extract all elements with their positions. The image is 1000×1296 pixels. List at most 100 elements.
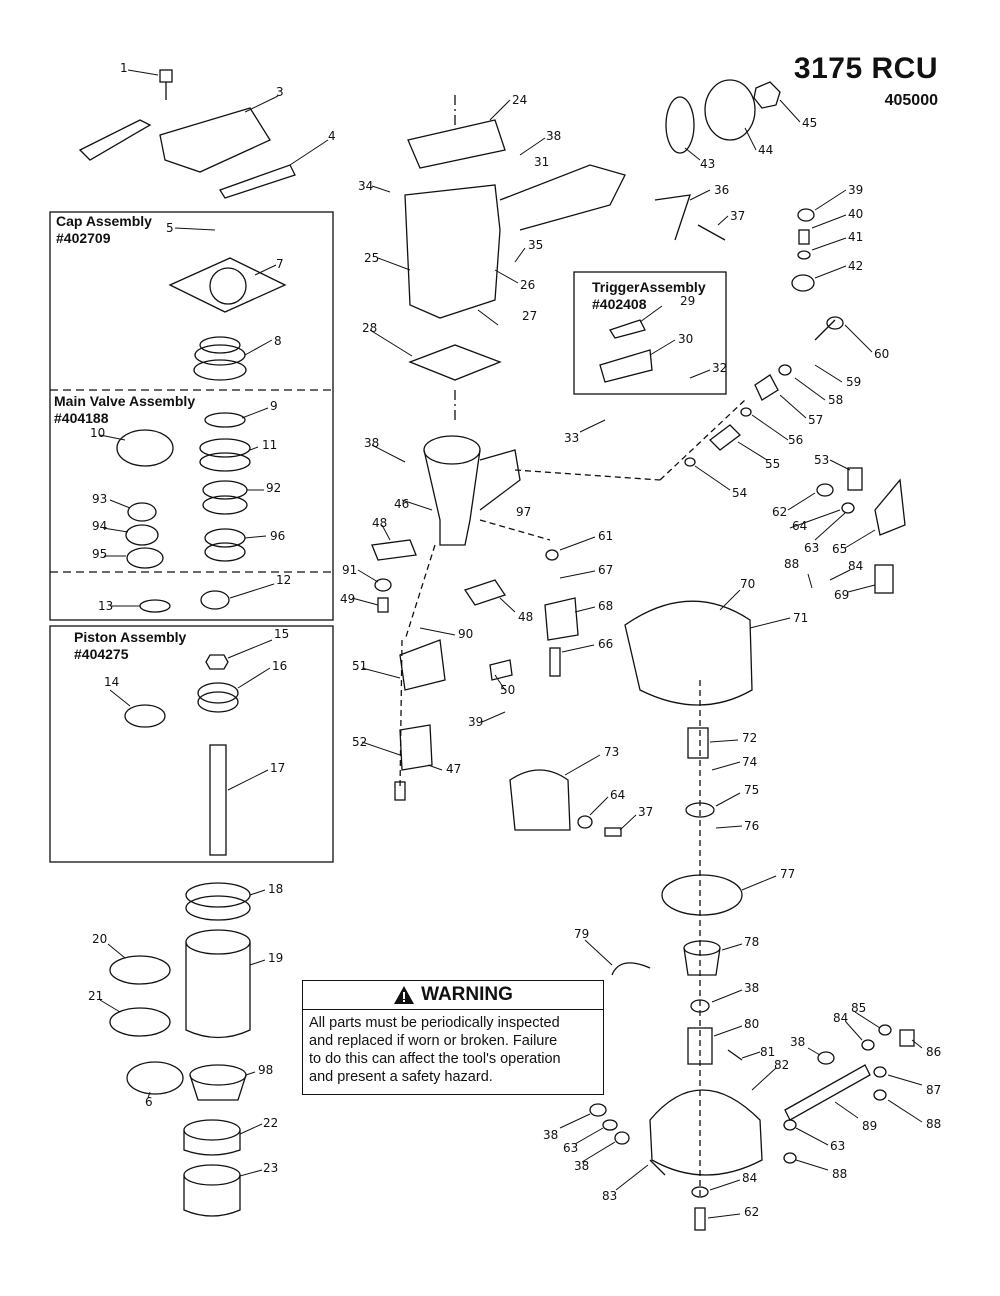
part-number-label: 66	[598, 637, 613, 651]
part-number-label: 63	[804, 541, 819, 555]
part-number-label: 68	[598, 599, 613, 613]
part-bumper	[183, 1119, 241, 1141]
part-number-label: 54	[732, 486, 747, 500]
part-number-label: 24	[512, 93, 527, 107]
part-number-label: 97	[516, 505, 531, 519]
part-bumper-ring	[185, 882, 251, 908]
main-valve-assembly-label: Main Valve Assembly #404188	[54, 393, 195, 427]
part-block	[899, 1029, 915, 1047]
part-number-label: 20	[92, 932, 107, 946]
part-number-label: 3	[276, 85, 284, 99]
warning-line: to do this can affect the tool's operati…	[309, 1051, 561, 1067]
warning-line: All parts must be periodically inspected	[309, 1015, 560, 1031]
part-pin	[814, 319, 836, 341]
part-number-label: 36	[714, 183, 729, 197]
part-number-label: 38	[744, 981, 759, 995]
part-number-label: 62	[772, 505, 787, 519]
part-number-label: 90	[458, 627, 473, 641]
part-number-label: 63	[563, 1141, 578, 1155]
part-number-label: 86	[926, 1045, 941, 1059]
part-body	[404, 184, 501, 319]
part-number-label: 28	[362, 321, 377, 335]
part-number-label: 15	[274, 627, 289, 641]
part-driver-rod	[209, 744, 227, 856]
piston-box	[49, 625, 334, 863]
part-number-label: 55	[765, 457, 780, 471]
part-number-label: 38	[543, 1128, 558, 1142]
axis-line	[479, 519, 551, 541]
part-number-label: 30	[678, 332, 693, 346]
part-number-label: 32	[712, 361, 727, 375]
model-number: 405000	[884, 92, 938, 109]
part-number-label: 60	[874, 347, 889, 361]
part-seal	[126, 1061, 184, 1095]
main-valve-assembly-name: Main Valve Assembly	[54, 393, 196, 409]
part-number-label: 80	[744, 1017, 759, 1031]
part-number-label: 77	[780, 867, 795, 881]
part-number-label: 94	[92, 519, 107, 533]
part-bracket	[874, 478, 906, 536]
part-bumper	[219, 164, 296, 199]
part-number-label: 37	[638, 805, 653, 819]
part-number-label: 76	[744, 819, 759, 833]
part-number-label: 91	[342, 563, 357, 577]
part-oring	[139, 599, 171, 613]
part-number-label: 22	[263, 1116, 278, 1130]
part-number-label: 29	[680, 294, 695, 308]
part-bumper	[78, 119, 152, 161]
warning-box: WARNING All parts must be periodically i…	[302, 980, 604, 1095]
part-bushing	[683, 940, 721, 956]
part-number-label: 38	[574, 1159, 589, 1173]
part-number-label: 10	[90, 426, 105, 440]
part-ring	[204, 412, 246, 428]
part-number-label: 58	[828, 393, 843, 407]
part-disc	[661, 874, 743, 916]
part-lever	[654, 194, 691, 241]
warning-header: WARNING	[303, 981, 603, 1010]
part-number-label: 35	[528, 238, 543, 252]
part-number-label: 42	[848, 259, 863, 273]
part-cap	[168, 257, 287, 313]
part-number-label: 84	[742, 1171, 757, 1185]
part-bumper	[183, 1164, 241, 1186]
part-number-label: 38	[546, 129, 561, 143]
part-number-label: 64	[610, 788, 625, 802]
part-number-label: 88	[784, 557, 799, 571]
part-nut	[797, 208, 815, 222]
part-number-label: 33	[564, 431, 579, 445]
warning-icon	[394, 986, 415, 1004]
part-number-label: 31	[534, 155, 549, 169]
part-oring	[665, 96, 695, 154]
part-gasket	[407, 119, 506, 169]
part-number-label: 52	[352, 735, 367, 749]
part-link	[371, 539, 417, 561]
part-number-label: 88	[832, 1167, 847, 1181]
piston-assembly-number: #404275	[74, 646, 129, 662]
part-number-label: 4	[328, 129, 336, 143]
part-number-label: 17	[270, 761, 285, 775]
part-number-label: 56	[788, 433, 803, 447]
part-seal	[199, 438, 251, 458]
part-nut	[753, 81, 781, 109]
part-cap-plate	[159, 107, 271, 173]
cap-assembly-label: Cap Assembly #402709	[56, 213, 152, 247]
part-number-label: 72	[742, 731, 757, 745]
part-number-label: 16	[272, 659, 287, 673]
part-piston-head	[197, 682, 239, 704]
part-number-label: 48	[518, 610, 533, 624]
piston-assembly-name: Piston Assembly	[74, 629, 187, 645]
part-number-label: 53	[814, 453, 829, 467]
part-number-label: 84	[848, 559, 863, 573]
part-number-label: 34	[358, 179, 373, 193]
part-number-label: 51	[352, 659, 367, 673]
part-number-label: 83	[602, 1189, 617, 1203]
part-block	[874, 564, 894, 594]
part-canister-lid	[624, 600, 753, 706]
axis-line	[404, 544, 436, 641]
part-bolt	[649, 1159, 666, 1176]
part-frame	[423, 435, 481, 465]
part-number-label: 89	[862, 1119, 877, 1133]
part-number-label: 27	[522, 309, 537, 323]
